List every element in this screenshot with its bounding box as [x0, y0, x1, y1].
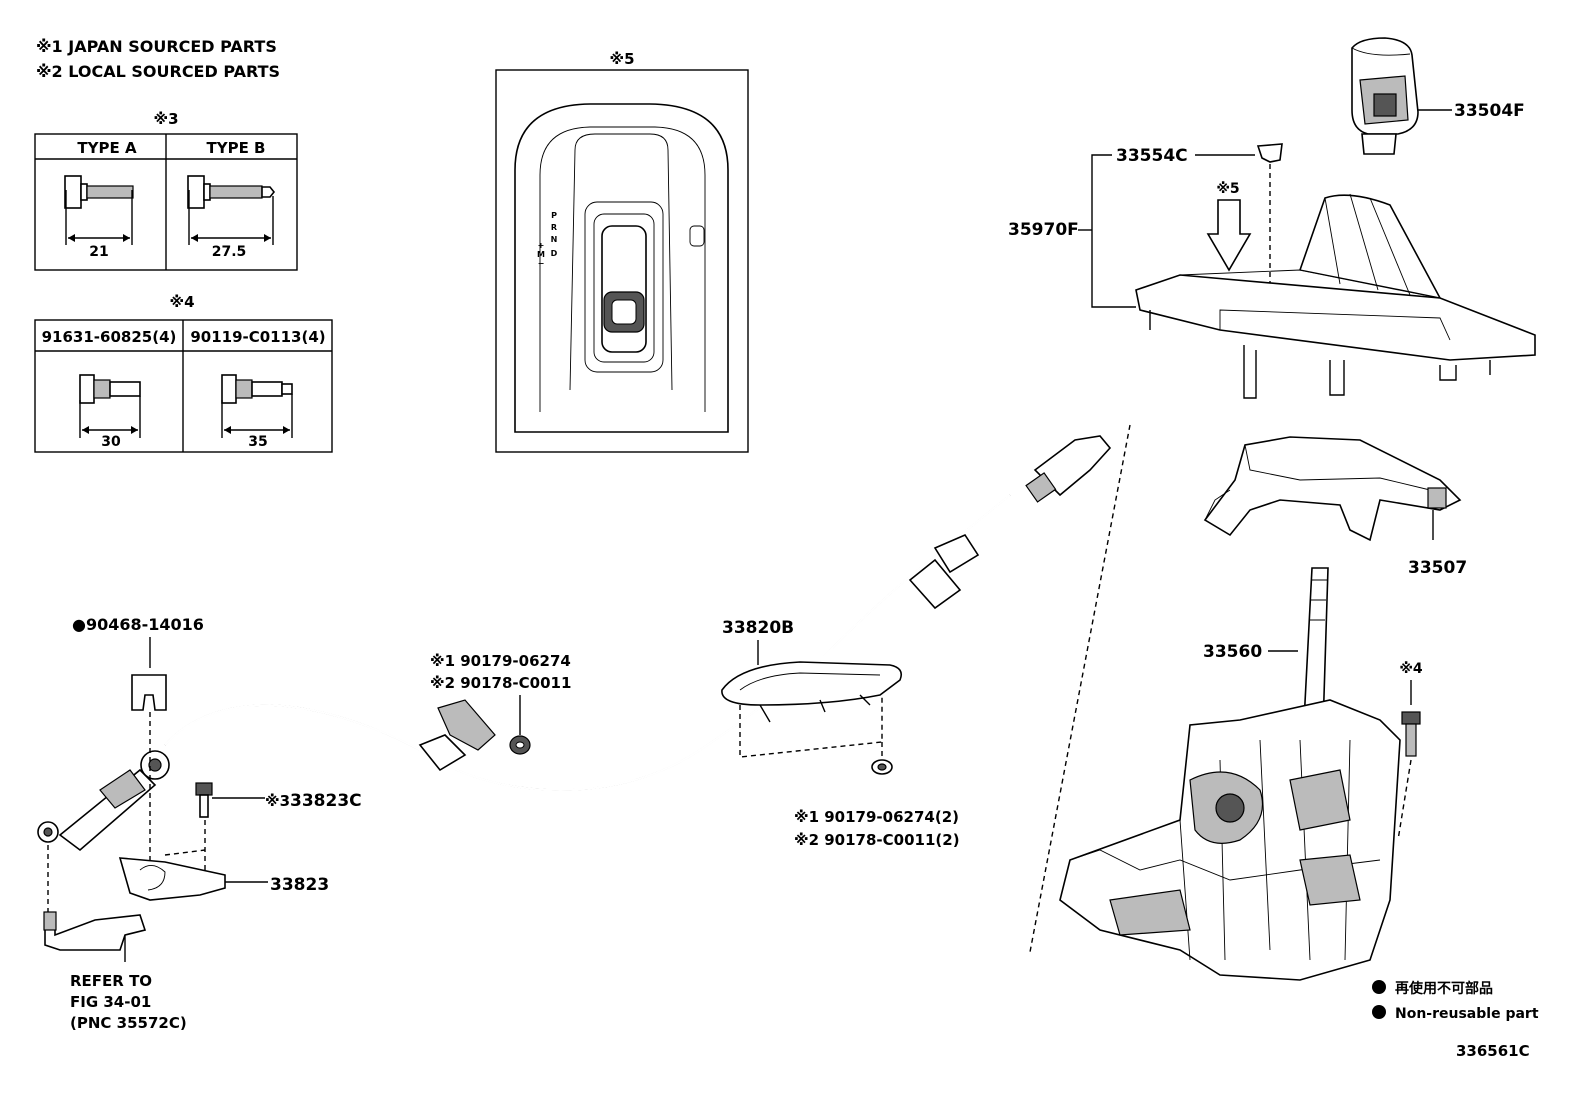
label-33507: 33507: [1408, 558, 1467, 578]
legend-dot-jp: [1372, 980, 1386, 994]
label-33504f: 33504F: [1454, 101, 1525, 121]
detail-view-shift-panel: ※5 P R N D + M −: [495, 50, 749, 453]
shift-lever-assembly-icon: [1059, 567, 1401, 981]
table4-dim-a: 30: [101, 434, 121, 450]
label-nut-japan: ※1 90179-06274: [430, 652, 571, 670]
note-local-sourced: ※2 LOCAL SOURCED PARTS: [36, 62, 280, 81]
legend-jp: 再使用不可部品: [1395, 980, 1493, 997]
gear-m: M: [537, 250, 545, 259]
shift-cable-icon: [37, 435, 1112, 852]
shift-arm-icon: [43, 911, 147, 951]
bolt-type-b-icon: [187, 175, 276, 245]
table3-ref: ※3: [153, 110, 178, 128]
gear-r: R: [551, 223, 557, 232]
table4-dim-b: 35: [248, 434, 267, 450]
screw-ref-label: ※4: [1399, 661, 1423, 677]
arrow-ref-label: ※5: [1216, 181, 1239, 197]
label-nut-local: ※2 90178-C0011: [430, 674, 571, 692]
bolt-icon: [195, 782, 213, 818]
table3-dim-a: 21: [89, 244, 108, 260]
clip-icon: [1256, 143, 1283, 163]
label-33823c: 33823C: [290, 791, 362, 811]
refer-line-3: (PNC 35572C): [70, 1014, 187, 1032]
table3-type-a: TYPE A: [77, 139, 137, 157]
label-33820b: 33820B: [722, 618, 794, 638]
figure-id: 336561C: [1456, 1042, 1530, 1060]
table-bolt-types: ※3 TYPE A TYPE B 21 27.5: [34, 110, 298, 271]
gear-n: N: [551, 235, 558, 244]
cable-retainer-icon: [721, 661, 903, 723]
label-90468-14016: ●90468-14016: [72, 615, 204, 634]
table-screws: ※4 91631-60825(4) 90119-C0113(4) 30 35: [34, 293, 333, 453]
gear-p: P: [551, 211, 557, 220]
nut-icon: [509, 735, 531, 755]
label-33554c: 33554C: [1116, 146, 1188, 166]
detail5-ref: ※5: [609, 50, 634, 68]
clip-left-icon: [131, 674, 167, 711]
legend-en: Non-reusable part: [1395, 1006, 1539, 1022]
gear-d: D: [551, 249, 558, 258]
screw-a-icon: [79, 374, 141, 438]
bolt-type-a-icon: [64, 175, 134, 245]
label-33823: 33823: [270, 875, 329, 895]
shift-knob-icon: [1351, 37, 1419, 155]
table4-part-a: 91631-60825(4): [42, 328, 177, 346]
table3-type-b: TYPE B: [207, 139, 266, 157]
refer-line-2: FIG 34-01: [70, 993, 151, 1011]
table4-part-b: 90119-C0113(4): [190, 328, 325, 346]
view-arrow-icon: [1206, 199, 1252, 272]
label-nuts-japan: ※1 90179-06274(2): [794, 808, 959, 826]
gear-minus: −: [538, 259, 545, 268]
label-33560: 33560: [1203, 642, 1262, 662]
label-nuts-local: ※2 90178-C0011(2): [794, 831, 960, 849]
label-bolt-ref: ※3: [265, 792, 290, 810]
note-japan-sourced: ※1 JAPAN SOURCED PARTS: [36, 37, 277, 56]
gear-plus: +: [538, 241, 545, 250]
refer-line-1: REFER TO: [70, 972, 152, 990]
label-35970f: 35970F: [1008, 220, 1079, 240]
table3-dim-b: 27.5: [212, 244, 247, 260]
bracket-icon: [118, 857, 226, 901]
legend-dot-en: [1372, 1005, 1386, 1019]
console-panel-icon: [1135, 193, 1536, 399]
screw-icon: [1401, 711, 1421, 757]
table4-ref: ※4: [169, 293, 194, 311]
screw-b-icon: [221, 374, 293, 438]
nut-small-icon: [871, 759, 893, 775]
shift-cover-icon: [1203, 436, 1462, 542]
